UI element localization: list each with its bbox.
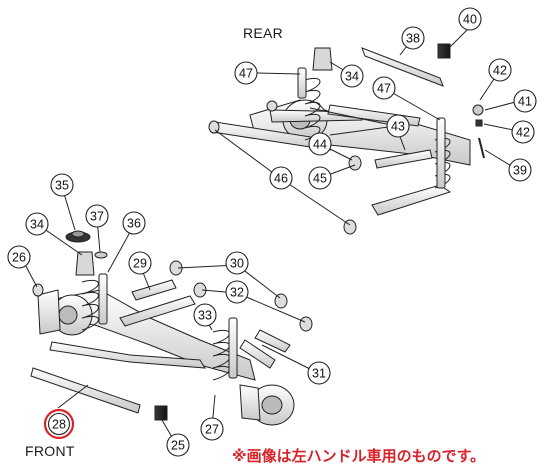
svg-text:37: 37 — [90, 210, 104, 224]
front-coil-spring — [81, 280, 230, 381]
svg-text:44: 44 — [313, 138, 327, 152]
rear-label: REAR — [243, 25, 284, 41]
callout-46: 46 — [269, 166, 293, 190]
callout-43: 43 — [386, 114, 410, 138]
svg-text:41: 41 — [518, 95, 532, 109]
callouts: 40 38 34 47 47 42 41 42 43 44 39 46 45 3… — [7, 7, 537, 457]
callout-25: 25 — [166, 433, 190, 457]
svg-text:34: 34 — [345, 70, 359, 84]
svg-text:25: 25 — [171, 439, 185, 453]
callout-28-highlighted: 28 — [43, 408, 75, 440]
svg-text:47: 47 — [377, 82, 391, 96]
svg-text:38: 38 — [406, 32, 420, 46]
callout-35: 35 — [50, 173, 74, 197]
svg-text:35: 35 — [55, 179, 69, 193]
svg-text:29: 29 — [133, 257, 147, 271]
svg-text:27: 27 — [205, 423, 219, 437]
callout-40: 40 — [458, 7, 482, 31]
svg-text:30: 30 — [230, 257, 244, 271]
svg-text:45: 45 — [313, 172, 327, 186]
callout-26: 26 — [7, 245, 31, 269]
callout-39: 39 — [508, 158, 532, 182]
svg-text:40: 40 — [463, 13, 477, 27]
svg-text:33: 33 — [198, 309, 212, 323]
callout-42-bottom: 42 — [511, 120, 535, 144]
callout-34-front: 34 — [25, 212, 49, 236]
svg-text:28: 28 — [52, 418, 66, 432]
callout-45: 45 — [308, 166, 332, 190]
callout-30: 30 — [225, 251, 249, 275]
callout-33: 33 — [193, 303, 217, 327]
svg-text:26: 26 — [12, 251, 26, 265]
callout-34-rear: 34 — [340, 64, 364, 88]
leader-lines — [20, 26, 524, 445]
svg-text:36: 36 — [127, 217, 141, 231]
rear-coil-spring — [304, 78, 451, 189]
callout-47-upper: 47 — [234, 61, 258, 85]
svg-text:46: 46 — [274, 172, 288, 186]
svg-text:31: 31 — [312, 367, 326, 381]
callout-38: 38 — [401, 26, 425, 50]
callout-44: 44 — [308, 132, 332, 156]
svg-text:43: 43 — [391, 120, 405, 134]
svg-text:34: 34 — [30, 218, 44, 232]
callout-27: 27 — [200, 417, 224, 441]
callout-41: 41 — [513, 89, 537, 113]
callout-36: 36 — [122, 211, 146, 235]
rear-assembly — [208, 43, 485, 235]
svg-text:42: 42 — [516, 126, 530, 140]
lhd-notice: ※画像は左ハンドル車用のものです。 — [232, 447, 486, 465]
callout-37: 37 — [85, 204, 109, 228]
front-label: FRONT — [25, 443, 75, 459]
callout-42-top: 42 — [488, 58, 512, 82]
svg-text:32: 32 — [230, 286, 244, 300]
callout-29: 29 — [128, 251, 152, 275]
callout-31: 31 — [307, 361, 331, 385]
svg-text:47: 47 — [239, 67, 253, 81]
svg-text:39: 39 — [513, 164, 527, 178]
front-assembly — [30, 230, 313, 426]
callout-32: 32 — [225, 280, 249, 304]
svg-text:42: 42 — [493, 64, 507, 78]
callout-47-right: 47 — [372, 76, 396, 100]
